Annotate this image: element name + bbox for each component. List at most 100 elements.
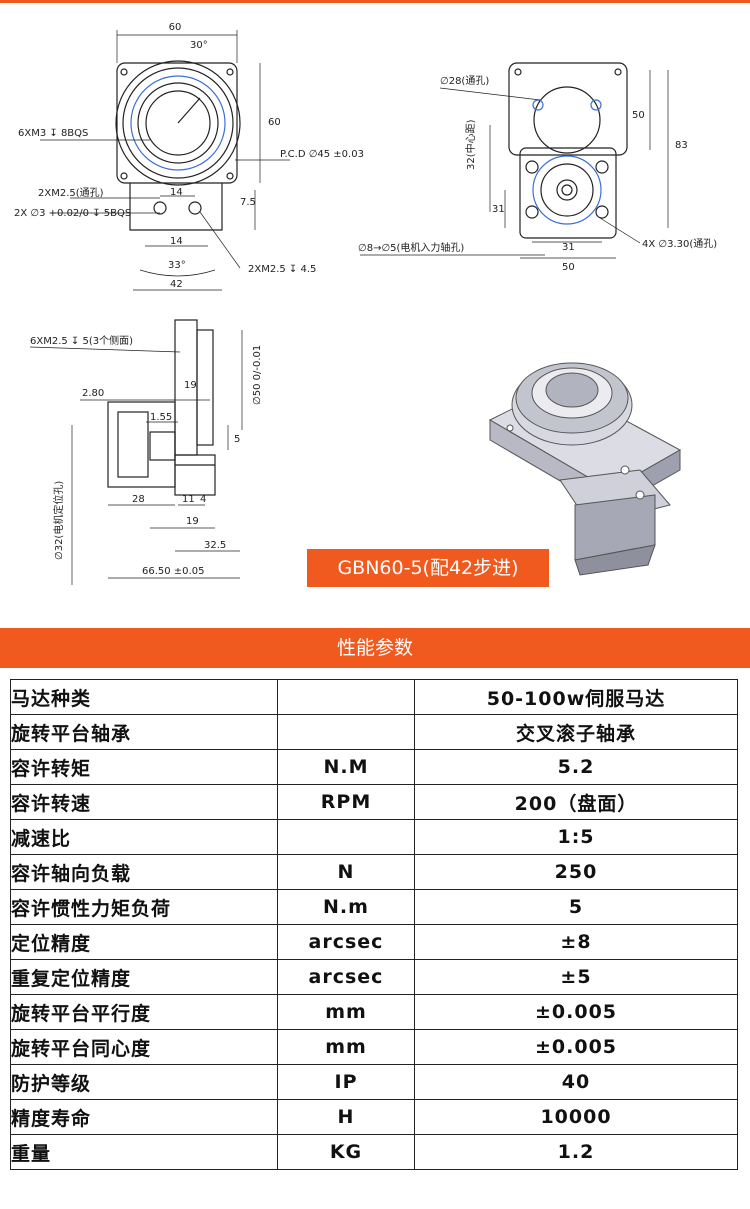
spec-unit <box>277 819 415 855</box>
dim-side-28: 28 <box>132 494 145 505</box>
dim-rear-phi8: ∅8→∅5(电机入力轴孔) <box>358 241 464 254</box>
technical-drawing: 60 30° 60 6XM3 ↧ 8BQS P.C.D ∅45 ±0.03 2X… <box>0 0 750 600</box>
dim-side-280: 2.80 <box>82 388 104 399</box>
spec-unit: KG <box>277 1134 415 1170</box>
top-accent-bar <box>0 0 750 3</box>
dim-top-2xm25b: 2XM2.5 ↧ 4.5 <box>248 264 316 275</box>
dim-side-phi50: ∅50 0/-0.01 <box>252 345 263 405</box>
dim-rear-4x: 4X ∅3.30(通孔) <box>642 238 717 250</box>
spec-param: 重量 <box>10 1134 278 1170</box>
side-view <box>29 319 243 585</box>
spec-row: 马达种类 50-100w伺服马达 <box>10 679 738 715</box>
spec-value: 10000 <box>414 1099 738 1135</box>
spec-unit: mm <box>277 1029 415 1065</box>
spec-row: 旋转平台轴承 交叉滚子轴承 <box>10 714 738 750</box>
spec-param: 容许转矩 <box>10 749 278 785</box>
dim-side-4: 4 <box>200 494 206 505</box>
spec-param: 旋转平台轴承 <box>10 714 278 750</box>
dim-rear-50v: 50 <box>632 110 645 121</box>
spec-unit: IP <box>277 1064 415 1100</box>
dim-side-phi32: ∅32(电机定位孔) <box>52 481 65 560</box>
spec-value: 200（盘面） <box>414 784 738 820</box>
dim-top-2xphi3: 2X ∅3 +0.02/0 ↧ 5BQS <box>14 208 131 219</box>
spec-value: 50-100w伺服马达 <box>414 679 738 715</box>
spec-param: 重复定位精度 <box>10 959 278 995</box>
dim-side-155: 1.55 <box>150 412 172 423</box>
product-3d-illustration <box>488 362 682 576</box>
rear-view <box>360 62 669 259</box>
dim-top-33deg: 33° <box>168 260 186 271</box>
dim-side-5: 5 <box>234 434 240 445</box>
dim-side-19: 19 <box>186 516 199 527</box>
dim-top-14b: 14 <box>170 236 183 247</box>
dim-top-42: 42 <box>170 279 183 290</box>
dim-top-height: 60 <box>268 117 281 128</box>
spec-unit <box>277 679 415 715</box>
spec-unit: N <box>277 854 415 890</box>
drawing-canvas: 60 30° 60 6XM3 ↧ 8BQS P.C.D ∅45 ±0.03 2X… <box>14 22 717 585</box>
spec-value: ±8 <box>414 924 738 960</box>
spec-param: 减速比 <box>10 819 278 855</box>
spec-row: 减速比 1:5 <box>10 819 738 855</box>
dim-rear-83: 83 <box>675 140 688 151</box>
spec-value: 交叉滚子轴承 <box>414 714 738 750</box>
dim-rear-50: 50 <box>562 262 575 273</box>
spec-value: 5.2 <box>414 749 738 785</box>
spec-value: 1:5 <box>414 819 738 855</box>
dim-top-75: 7.5 <box>240 197 256 208</box>
spec-param: 精度寿命 <box>10 1099 278 1135</box>
dim-side-11: 11 <box>182 494 195 505</box>
dim-top-angle: 30° <box>190 40 208 51</box>
dim-rear-31v: 31 <box>492 204 505 215</box>
spec-param: 容许转速 <box>10 784 278 820</box>
dim-rear-31: 31 <box>562 242 575 253</box>
dim-rear-phi28: ∅28(通孔) <box>440 75 489 87</box>
spec-value: ±0.005 <box>414 994 738 1030</box>
spec-param: 定位精度 <box>10 924 278 960</box>
spec-param: 容许惯性力矩负荷 <box>10 889 278 925</box>
dim-top-width: 60 <box>169 22 182 33</box>
spec-value: ±0.005 <box>414 1029 738 1065</box>
spec-param: 防护等级 <box>10 1064 278 1100</box>
spec-param: 容许轴向负载 <box>10 854 278 890</box>
top-view <box>40 30 290 291</box>
spec-unit: mm <box>277 994 415 1030</box>
dim-side-6650: 66.50 ±0.05 <box>142 566 204 577</box>
spec-value: 5 <box>414 889 738 925</box>
spec-unit: arcsec <box>277 924 415 960</box>
spec-value: 1.2 <box>414 1134 738 1170</box>
dim-top-6xm3: 6XM3 ↧ 8BQS <box>18 128 88 139</box>
dim-side-19v: 19 <box>184 380 197 391</box>
spec-value: 250 <box>414 854 738 890</box>
dim-side-325: 32.5 <box>204 540 226 551</box>
dim-top-14a: 14 <box>170 187 183 198</box>
dim-top-pcd: P.C.D ∅45 ±0.03 <box>280 149 364 160</box>
dim-rear-32: 32(中心距) <box>464 119 477 170</box>
model-label: GBN60-5(配42步进) <box>307 549 549 587</box>
spec-value: ±5 <box>414 959 738 995</box>
spec-unit: arcsec <box>277 959 415 995</box>
spec-param: 旋转平台同心度 <box>10 1029 278 1065</box>
dim-top-2xm25: 2XM2.5(通孔) <box>38 187 104 199</box>
dim-side-6xm25: 6XM2.5 ↧ 5(3个侧面) <box>30 334 133 347</box>
spec-value: 40 <box>414 1064 738 1100</box>
section-title-bar: 性能参数 <box>0 628 750 668</box>
spec-unit: H <box>277 1099 415 1135</box>
spec-unit: N.m <box>277 889 415 925</box>
spec-unit: RPM <box>277 784 415 820</box>
spec-unit: N.M <box>277 749 415 785</box>
spec-unit <box>277 714 415 750</box>
spec-param: 马达种类 <box>10 679 278 715</box>
